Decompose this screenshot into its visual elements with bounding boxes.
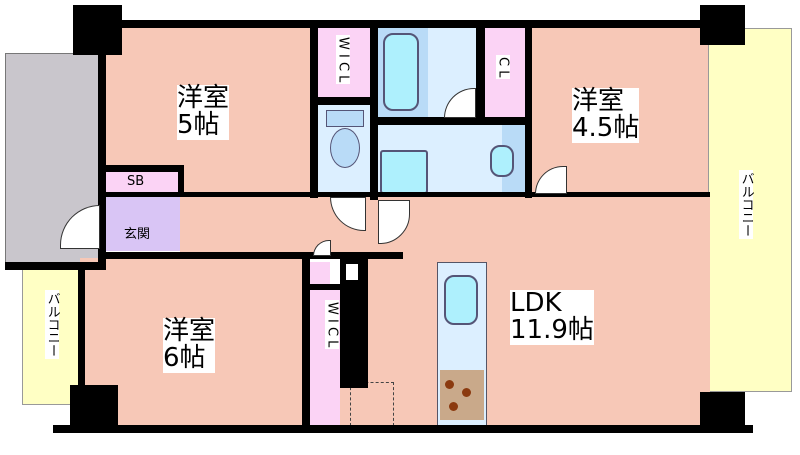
pipe-shaft bbox=[346, 264, 358, 280]
wall-left bbox=[98, 53, 106, 268]
entrance-area bbox=[106, 196, 180, 251]
wall-cl bbox=[476, 28, 485, 123]
label-wcl-top: W I C L bbox=[335, 35, 351, 85]
burner-3 bbox=[449, 402, 458, 411]
wall-hall-top bbox=[100, 192, 710, 197]
wall-bath bbox=[378, 117, 526, 125]
washbasin bbox=[490, 145, 514, 177]
pillar-bottom-right bbox=[700, 392, 745, 430]
wall-west-6 bbox=[78, 270, 85, 390]
room-name: 洋室 bbox=[572, 86, 625, 116]
label-cl: C L bbox=[495, 55, 511, 80]
wall-bottom bbox=[53, 425, 753, 433]
label-balcony-right: バルコニー bbox=[738, 170, 754, 239]
bathtub bbox=[383, 33, 419, 111]
wall-sb-side bbox=[178, 165, 184, 197]
pipe-space bbox=[310, 262, 330, 284]
room-name: 洋室 bbox=[163, 316, 216, 346]
refrigerator-space bbox=[350, 382, 394, 426]
toilet bbox=[330, 128, 360, 168]
toilet-tank bbox=[326, 110, 364, 127]
room-name: LDK bbox=[510, 288, 562, 318]
kitchen-sink bbox=[444, 275, 478, 325]
pillar-bottom-left bbox=[70, 385, 118, 430]
label-balcony-left: バルコニー bbox=[44, 290, 60, 359]
room-size: 5帖 bbox=[177, 110, 220, 141]
burner-1 bbox=[445, 380, 454, 389]
label-entrance: 玄関 bbox=[124, 227, 151, 242]
room-size: 6帖 bbox=[163, 343, 206, 374]
room-name: 洋室 bbox=[177, 83, 230, 113]
wall-corridor bbox=[5, 262, 106, 270]
label-wcl-bottom: W I C L bbox=[324, 300, 340, 350]
wall-5-wcl bbox=[310, 28, 318, 198]
wall-45 bbox=[525, 28, 532, 198]
washing-machine-pan bbox=[380, 150, 428, 194]
pillar-top-left bbox=[73, 5, 122, 55]
wall-wcl-ps bbox=[310, 284, 340, 290]
wall-sb bbox=[100, 165, 184, 172]
wall-6-wcl bbox=[302, 255, 310, 427]
room-size: 11.9帖 bbox=[510, 315, 594, 346]
room-size: 4.5帖 bbox=[572, 113, 640, 144]
burner-2 bbox=[462, 388, 471, 397]
wall-wcl-toilet bbox=[318, 97, 370, 105]
wall-hall-bottom bbox=[100, 252, 403, 259]
wall-top bbox=[100, 20, 720, 28]
label-sb: SB bbox=[127, 174, 145, 189]
wall-wet bbox=[370, 28, 378, 200]
pillar-top-right bbox=[700, 5, 745, 45]
